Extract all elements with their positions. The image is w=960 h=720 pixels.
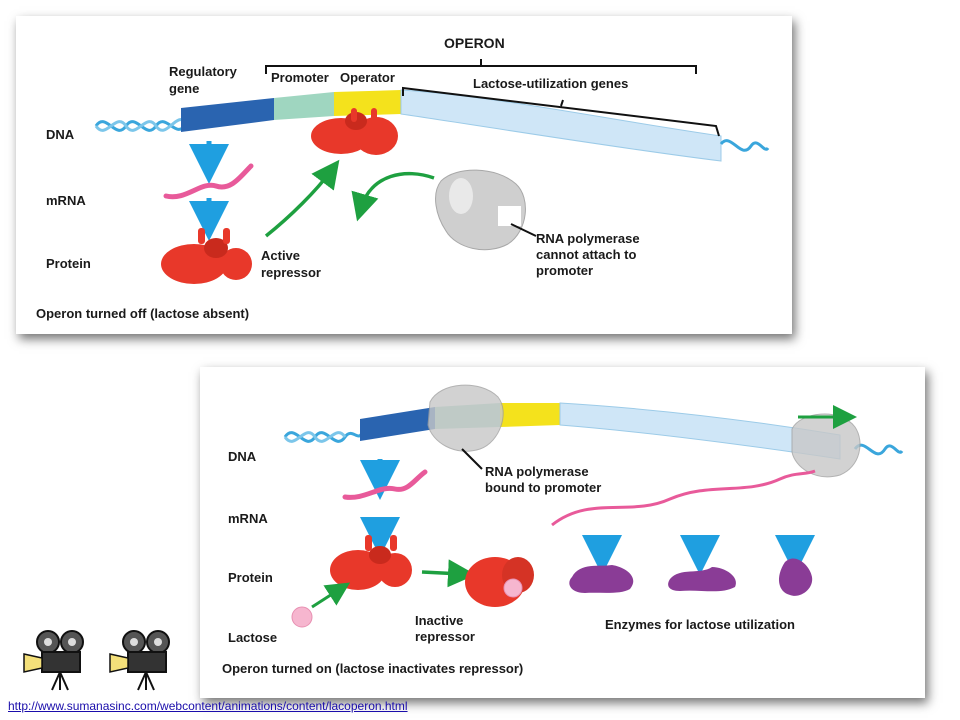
dna-label: DNA	[228, 449, 257, 464]
operon-label: OPERON	[444, 35, 505, 51]
enzyme-protein-2	[668, 567, 736, 592]
lactose-binding-arrow	[311, 582, 351, 609]
rna-polymerase-label-line1: RNA polymerase	[536, 231, 640, 246]
operon-off-caption: Operon turned off (lactose absent)	[36, 306, 249, 321]
rna-polymerase-moving	[791, 413, 861, 478]
rna-polymerase-label-line2: bound to promoter	[485, 480, 601, 495]
lactose-genes-segment	[400, 89, 722, 162]
enzymes-label: Enzymes for lactose utilization	[605, 617, 795, 632]
lactose-label: Lactose	[228, 630, 277, 645]
enzyme-protein-1	[569, 565, 634, 593]
rna-polymerase-bound	[427, 384, 504, 452]
dna-helix-right	[853, 443, 904, 456]
promoter-label: Promoter	[271, 70, 329, 85]
protein-label: Protein	[228, 570, 273, 585]
operator-segment	[500, 403, 560, 427]
repressor-binding-arrow	[264, 159, 340, 238]
regulatory-gene-label-line1: Regulatory	[169, 64, 238, 79]
operator-segment	[334, 90, 401, 116]
rna-polymerase-pointer	[510, 223, 537, 237]
inactivation-arrow	[421, 559, 476, 588]
repressor-on-operator	[311, 108, 398, 155]
regulatory-gene-label-line2: gene	[169, 81, 199, 96]
inactive-repressor-protein	[465, 557, 534, 607]
regulatory-gene-segment	[181, 98, 274, 132]
rna-polymerase	[435, 169, 526, 251]
movie-camera-icon[interactable]	[108, 628, 180, 692]
polymerase-blocked-arrow	[351, 171, 435, 222]
lac-mrna-strand	[551, 469, 816, 527]
rna-polymerase-pointer	[461, 448, 483, 470]
operon-off-diagram: OPERON Regulatory gene Promoter Operator…	[36, 35, 770, 321]
lactose-genes-label: Lactose-utilization genes	[473, 76, 628, 91]
active-repressor-protein	[330, 535, 412, 590]
operator-label: Operator	[340, 70, 395, 85]
enzyme-protein-3	[778, 558, 813, 596]
promoter-segment	[274, 92, 334, 120]
dna-label: DNA	[46, 127, 75, 142]
regulatory-mrna-strand	[342, 469, 428, 500]
lactose-molecule	[291, 606, 313, 628]
inactive-repressor-label-line1: Inactive	[415, 613, 463, 628]
operon-off-panel: OPERON Regulatory gene Promoter Operator…	[16, 16, 792, 334]
active-repressor-protein	[161, 228, 252, 284]
operon-bracket	[265, 59, 697, 74]
rna-polymerase-label-line2: cannot attach to	[536, 247, 636, 262]
active-repressor-label-line2: repressor	[261, 265, 321, 280]
lactose-genes-bracket	[402, 86, 720, 137]
mrna-label: mRNA	[46, 193, 86, 208]
rna-polymerase-label-line1: RNA polymerase	[485, 464, 589, 479]
dna-helix-left	[283, 431, 364, 443]
regulatory-gene-segment	[360, 407, 435, 441]
dna-helix-right	[719, 139, 770, 152]
operon-on-caption: Operon turned on (lactose inactivates re…	[222, 661, 523, 676]
inactive-repressor-label-line2: repressor	[415, 629, 475, 644]
operon-on-diagram: RNA polymerase bound to promoter DNA mRN…	[222, 384, 904, 676]
protein-label: Protein	[46, 256, 91, 271]
mrna-strand	[163, 163, 254, 200]
operon-on-panel: RNA polymerase bound to promoter DNA mRN…	[200, 367, 925, 698]
rna-polymerase-label-line3: promoter	[536, 263, 593, 278]
movie-camera-icon[interactable]	[22, 628, 94, 692]
mrna-label: mRNA	[228, 511, 268, 526]
dna-helix-left	[94, 118, 188, 132]
source-link[interactable]: http://www.sumanasinc.com/webcontent/ani…	[8, 699, 408, 713]
active-repressor-label-line1: Active	[261, 248, 300, 263]
